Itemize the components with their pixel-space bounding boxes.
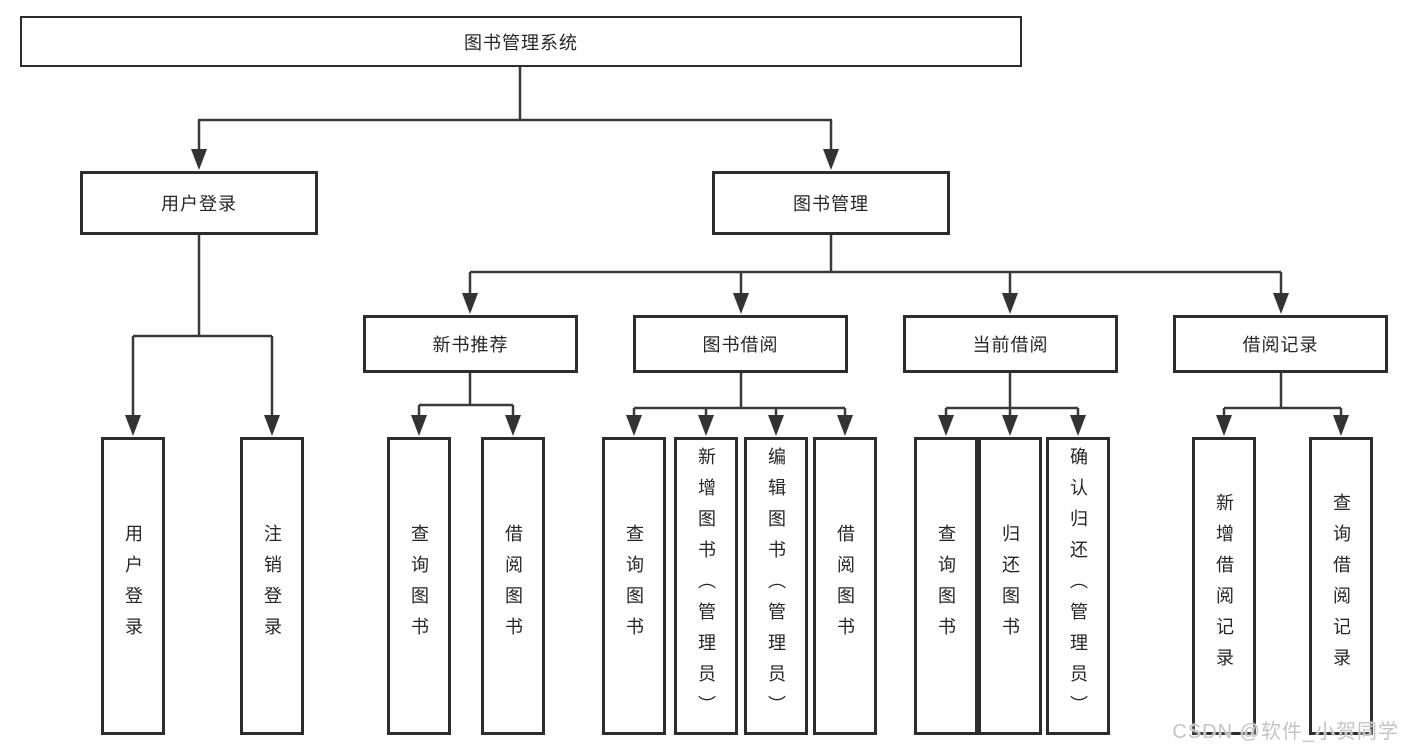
leaf-newbook-query-books: 查询图书 — [387, 437, 451, 735]
leaf-current-confirm-return-admin: 确认归还（管理员） — [1046, 437, 1110, 735]
node-book-borrowing: 图书借阅 — [633, 315, 848, 373]
node-current-borrowing: 当前借阅 — [903, 315, 1118, 373]
node-user-login-branch: 用户登录 — [80, 171, 318, 235]
leaf-borrowing-query-books: 查询图书 — [602, 437, 666, 735]
node-borrowing-records: 借阅记录 — [1173, 315, 1388, 373]
leaf-label: 归还图书 — [1000, 524, 1020, 648]
node-label: 借阅记录 — [1242, 335, 1319, 355]
leaf-newbook-borrow-books: 借阅图书 — [481, 437, 545, 735]
leaf-label: 新增图书（管理员） — [696, 446, 716, 726]
leaf-current-return-books: 归还图书 — [978, 437, 1042, 735]
leaf-label: 查询图书 — [409, 524, 429, 648]
leaf-label: 编辑图书（管理员） — [766, 446, 786, 726]
leaf-label: 新增借阅记录 — [1214, 493, 1234, 679]
leaf-label: 用户登录 — [123, 524, 143, 648]
node-new-book-recommend: 新书推荐 — [363, 315, 578, 373]
node-label: 图书管理系统 — [464, 32, 578, 53]
leaf-borrowing-edit-books-admin: 编辑图书（管理员） — [744, 437, 808, 735]
leaf-label: 借阅图书 — [835, 524, 855, 648]
leaf-label: 确认归还（管理员） — [1068, 446, 1088, 726]
leaf-label: 查询借阅记录 — [1331, 493, 1351, 679]
leaf-label: 查询图书 — [936, 524, 956, 648]
node-book-management-branch: 图书管理 — [712, 171, 950, 235]
watermark: CSDN @软件_小贺同学 — [1172, 721, 1399, 743]
leaf-label: 借阅图书 — [503, 524, 523, 648]
node-label: 图书借阅 — [702, 335, 779, 355]
node-label: 新书推荐 — [432, 335, 509, 355]
leaf-label: 查询图书 — [624, 524, 644, 648]
leaf-logout: 注销登录 — [240, 437, 304, 735]
leaf-record-add-borrow-record: 新增借阅记录 — [1192, 437, 1256, 735]
leaf-borrowing-borrow-books: 借阅图书 — [813, 437, 877, 735]
leaf-label: 注销登录 — [262, 524, 282, 648]
node-label: 当前借阅 — [972, 335, 1049, 355]
leaf-record-query-borrow-record: 查询借阅记录 — [1309, 437, 1373, 735]
leaf-borrowing-add-books-admin: 新增图书（管理员） — [674, 437, 738, 735]
node-library-management-system: 图书管理系统 — [20, 16, 1022, 67]
node-label: 图书管理 — [793, 194, 869, 214]
node-label: 用户登录 — [161, 194, 237, 214]
leaf-user-login: 用户登录 — [101, 437, 165, 735]
leaf-current-query-books: 查询图书 — [914, 437, 978, 735]
